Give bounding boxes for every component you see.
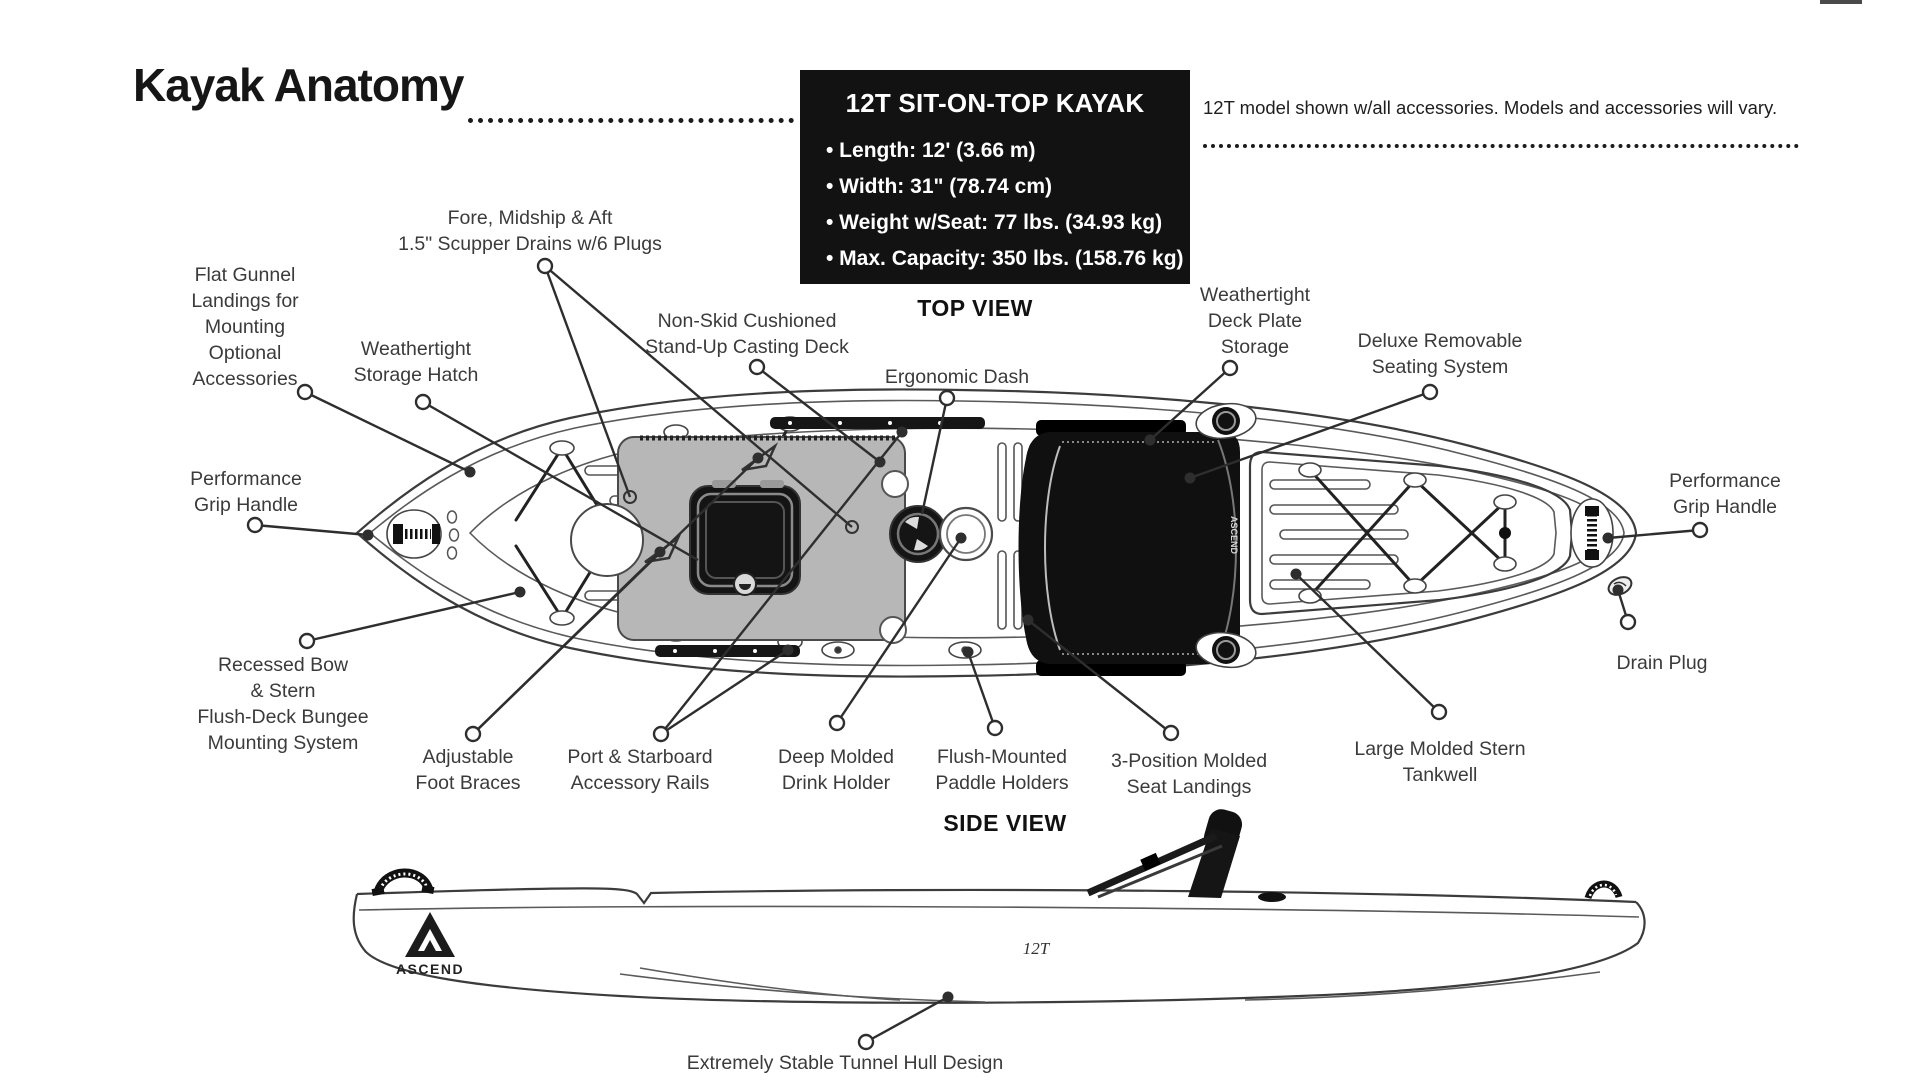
- page-title: Kayak Anatomy: [133, 59, 464, 111]
- label-ergonomic-dash: Ergonomic Dash: [884, 366, 1030, 388]
- drink-holder: [938, 506, 994, 562]
- label-drain-plug: Drain Plug: [1616, 652, 1708, 674]
- kayak-side-view-drawing: ASCEND 12T: [352, 809, 1646, 1004]
- title-dotted-rule: [468, 80, 794, 123]
- window-corner-fragment: [1820, 0, 1862, 4]
- side-brand-logo: ASCEND: [396, 912, 464, 977]
- label-stern-tankwell: Large Molded Stern Tankwell: [1354, 738, 1526, 786]
- top-view-title: TOP VIEW: [917, 295, 1033, 321]
- bow-grip-handle: [386, 509, 442, 559]
- svg-text:ASCEND: ASCEND: [396, 961, 464, 977]
- label-casting-deck: Non-Skid Cushioned Stand-Up Casting Deck: [645, 310, 849, 358]
- disclaimer-note: 12T model shown w/all accessories. Model…: [1203, 97, 1778, 118]
- side-model-label: 12T: [1023, 939, 1051, 958]
- side-stern-handle: [1584, 880, 1623, 900]
- label-storage-hatch: Weathertight Storage Hatch: [353, 338, 479, 386]
- spec-box-title: 12T SIT-ON-TOP KAYAK: [845, 88, 1145, 118]
- label-foot-braces: Adjustable Foot Braces: [415, 746, 521, 794]
- label-grip-handle-left: Performance Grip Handle: [190, 468, 302, 516]
- paddle-holders: [821, 641, 982, 659]
- stern-bungee-system: [1298, 462, 1517, 604]
- label-grip-handle-right: Performance Grip Handle: [1669, 470, 1781, 518]
- spec-box: 12T SIT-ON-TOP KAYAK • Length: 12' (3.66…: [800, 70, 1190, 284]
- stern-tankwell: [1248, 450, 1574, 616]
- side-view-title: SIDE VIEW: [943, 810, 1067, 836]
- spec-length: • Length: 12' (3.66 m): [826, 139, 1036, 162]
- label-flat-gunnel: Flat Gunnel Landings for Mounting Option…: [191, 264, 299, 390]
- kayak-top-view-drawing: ASCEND: [355, 388, 1638, 678]
- ergonomic-dash: [879, 470, 994, 644]
- note-dotted-rule: [1203, 112, 1799, 148]
- spec-weight: • Weight w/Seat: 77 lbs. (34.93 kg): [826, 211, 1163, 234]
- label-drink-holder: Deep Molded Drink Holder: [778, 746, 894, 794]
- label-recessed-bungee: Recessed Bow & Stern Flush-Deck Bungee M…: [197, 654, 369, 754]
- label-paddle-holders: Flush-Mounted Paddle Holders: [935, 746, 1069, 794]
- bow-scupper-drains: [446, 510, 460, 560]
- side-bow-handle: [371, 868, 435, 896]
- label-tunnel-hull: Extremely Stable Tunnel Hull Design: [686, 1052, 1004, 1074]
- storage-hatch: [689, 480, 801, 596]
- label-deck-plate-storage: Weathertight Deck Plate Storage: [1199, 284, 1311, 358]
- seat-top-view: ASCEND: [1018, 420, 1240, 676]
- label-accessory-rails: Port & Starboard Accessory Rails: [567, 746, 713, 794]
- spec-box-list: • Length: 12' (3.66 m) • Width: 31" (78.…: [800, 133, 1190, 277]
- stern-grip-handle: [1570, 498, 1614, 568]
- svg-text:ASCEND: ASCEND: [1229, 516, 1239, 555]
- spec-width: • Width: 31" (78.74 cm): [826, 175, 1053, 198]
- label-seat-landings: 3-Position Molded Seat Landings: [1110, 750, 1268, 798]
- deck-plate: [889, 505, 947, 563]
- spec-capacity: • Max. Capacity: 350 lbs. (158.76 kg): [826, 247, 1184, 270]
- side-seat: [1086, 809, 1286, 902]
- deck-plate-storage-plates: [1195, 402, 1257, 669]
- label-deluxe-seating: Deluxe Removable Seating System: [1357, 330, 1523, 378]
- leader-lines: [246, 257, 1709, 1051]
- label-scupper-drains: Fore, Midship & Aft 1.5" Scupper Drains …: [398, 207, 662, 255]
